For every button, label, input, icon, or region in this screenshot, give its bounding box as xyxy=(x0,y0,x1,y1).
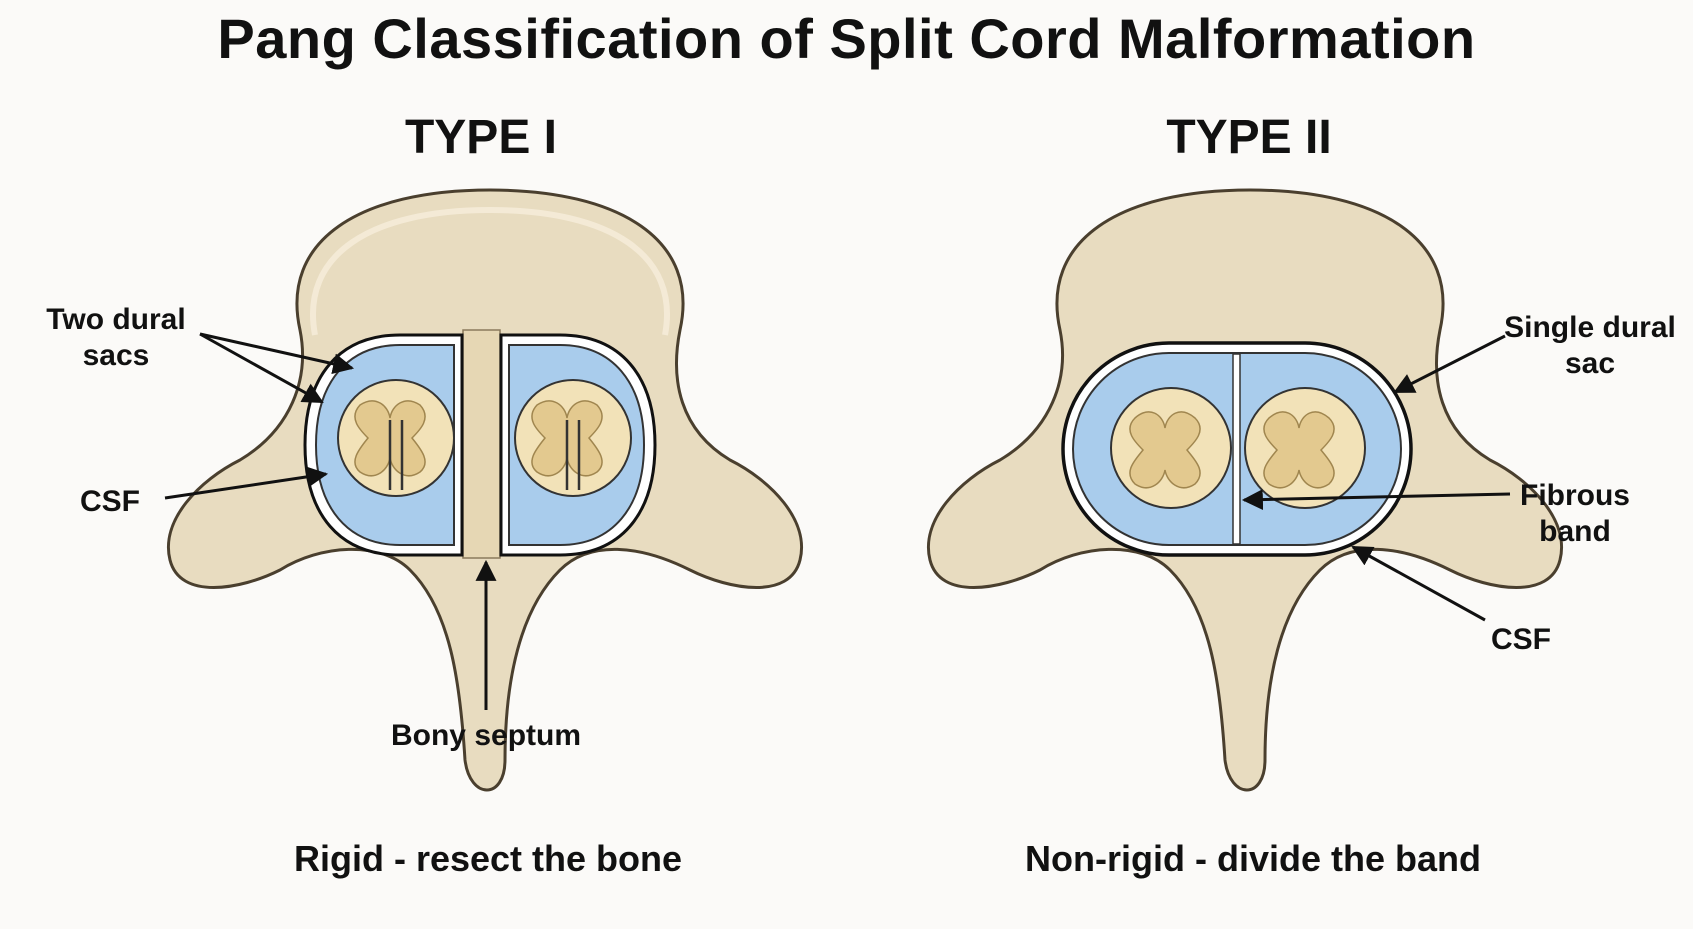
arrow-csf-type-2 xyxy=(1351,545,1486,622)
type-1-heading: TYPE I xyxy=(404,111,558,164)
arrow-single-dural-sac xyxy=(1393,334,1506,394)
type-2-left-cord xyxy=(1110,387,1232,509)
arrow-dural-sac-upper xyxy=(199,332,355,375)
label-bony-septum: Bony septum xyxy=(390,719,582,752)
label-csf-type-1: CSF xyxy=(80,485,140,518)
type-1-caption: Rigid - resect the bone xyxy=(293,838,683,879)
type-1-vertebra xyxy=(164,188,803,792)
type-2-caption: Non-rigid - divide the band xyxy=(1025,838,1481,879)
label-fibrous-band: Fibrous band xyxy=(1520,479,1630,548)
type-2-heading: TYPE II xyxy=(1166,111,1332,164)
arrow-csf-type-1 xyxy=(164,466,329,500)
label-two-dural-sacs: Two dural sacs xyxy=(46,303,186,372)
arrow-fibrous-band xyxy=(1241,489,1511,511)
diagram-title: Pang Classification of Split Cord Malfor… xyxy=(217,7,1476,70)
arrow-dural-sac-lower xyxy=(199,332,324,404)
type-1-left-dural-sac xyxy=(303,333,464,557)
type-1-right-dural-sac xyxy=(499,333,657,557)
type-1-bony-septum xyxy=(462,329,501,559)
label-csf-type-2: CSF xyxy=(1491,623,1551,656)
label-single-dural-sac: Single dural sac xyxy=(1504,311,1676,380)
type-2-fibrous-band xyxy=(1232,353,1241,545)
type-2-right-cord xyxy=(1244,387,1366,509)
type-2-vertebra xyxy=(927,188,1563,792)
